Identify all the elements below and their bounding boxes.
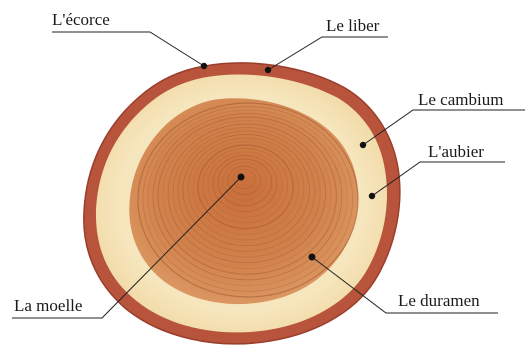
label-moelle: La moelle bbox=[14, 296, 82, 315]
label-liber: Le liber bbox=[326, 16, 380, 35]
point-liber bbox=[265, 67, 271, 73]
label-ecorce: L'écorce bbox=[52, 10, 110, 29]
point-cambium bbox=[360, 142, 366, 148]
label-aubier: L'aubier bbox=[428, 142, 484, 161]
label-cambium: Le cambium bbox=[418, 90, 503, 109]
point-moelle bbox=[238, 174, 245, 181]
point-duramen bbox=[309, 254, 316, 261]
point-ecorce bbox=[201, 63, 207, 69]
leader-ecorce bbox=[52, 32, 204, 66]
label-duramen: Le duramen bbox=[398, 291, 480, 310]
point-aubier bbox=[369, 193, 375, 199]
leader-liber bbox=[268, 37, 388, 70]
